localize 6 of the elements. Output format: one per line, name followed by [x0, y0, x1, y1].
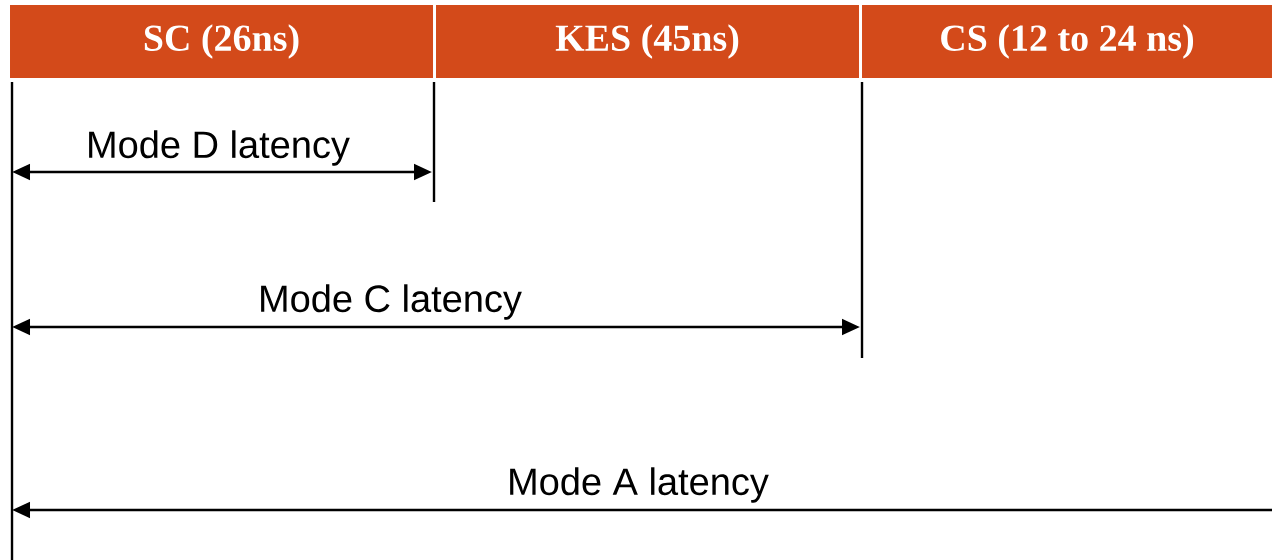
dimension-label: Mode C latency: [261, 284, 522, 320]
header-box: SC (26ns): [10, 5, 433, 78]
dimension-label: Mode A latency: [510, 467, 769, 503]
header-box: KES (45ns): [436, 5, 859, 78]
dimension-label: Mode D latency: [89, 130, 350, 166]
header-box: CS (12 to 24 ns): [862, 5, 1272, 78]
